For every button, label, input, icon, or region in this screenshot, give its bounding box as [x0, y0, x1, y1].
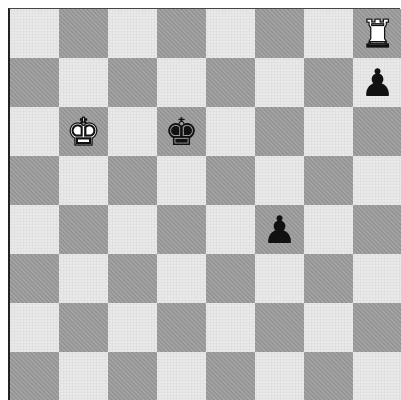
square-f1[interactable]: [255, 352, 304, 400]
square-d3[interactable]: [157, 254, 206, 303]
square-g2[interactable]: [304, 303, 353, 352]
square-d7[interactable]: [157, 58, 206, 107]
square-f3[interactable]: [255, 254, 304, 303]
square-h7[interactable]: ♟: [353, 58, 401, 107]
square-g3[interactable]: [304, 254, 353, 303]
square-f6[interactable]: [255, 107, 304, 156]
square-g1[interactable]: [304, 352, 353, 400]
square-f7[interactable]: [255, 58, 304, 107]
black-king-icon[interactable]: ♚: [164, 113, 198, 151]
square-g4[interactable]: [304, 205, 353, 254]
square-h4[interactable]: [353, 205, 401, 254]
square-a7[interactable]: [10, 58, 59, 107]
square-g6[interactable]: [304, 107, 353, 156]
square-d6[interactable]: ♚: [157, 107, 206, 156]
square-e1[interactable]: [206, 352, 255, 400]
square-e7[interactable]: [206, 58, 255, 107]
square-e3[interactable]: [206, 254, 255, 303]
square-c8[interactable]: [108, 9, 157, 58]
square-f2[interactable]: [255, 303, 304, 352]
square-e2[interactable]: [206, 303, 255, 352]
square-e4[interactable]: [206, 205, 255, 254]
square-d1[interactable]: [157, 352, 206, 400]
square-b2[interactable]: [59, 303, 108, 352]
chess-board: ♜ ♟ ♚ ♚ ♟: [8, 8, 400, 400]
square-g5[interactable]: [304, 156, 353, 205]
square-b4[interactable]: [59, 205, 108, 254]
square-a6[interactable]: [10, 107, 59, 156]
square-h1[interactable]: [353, 352, 401, 400]
square-c3[interactable]: [108, 254, 157, 303]
square-b5[interactable]: [59, 156, 108, 205]
square-b8[interactable]: [59, 9, 108, 58]
square-h6[interactable]: [353, 107, 401, 156]
white-rook-icon[interactable]: ♜: [360, 15, 394, 53]
square-c2[interactable]: [108, 303, 157, 352]
square-a2[interactable]: [10, 303, 59, 352]
square-c6[interactable]: [108, 107, 157, 156]
square-d2[interactable]: [157, 303, 206, 352]
square-c1[interactable]: [108, 352, 157, 400]
square-f4[interactable]: ♟: [255, 205, 304, 254]
square-c7[interactable]: [108, 58, 157, 107]
black-pawn-icon[interactable]: ♟: [262, 211, 296, 249]
square-e6[interactable]: [206, 107, 255, 156]
square-b7[interactable]: [59, 58, 108, 107]
square-a4[interactable]: [10, 205, 59, 254]
square-d4[interactable]: [157, 205, 206, 254]
square-h8[interactable]: ♜: [353, 9, 401, 58]
square-d5[interactable]: [157, 156, 206, 205]
square-h2[interactable]: [353, 303, 401, 352]
square-h5[interactable]: [353, 156, 401, 205]
square-f8[interactable]: [255, 9, 304, 58]
square-e8[interactable]: [206, 9, 255, 58]
square-a8[interactable]: [10, 9, 59, 58]
square-b6[interactable]: ♚: [59, 107, 108, 156]
square-c4[interactable]: [108, 205, 157, 254]
square-d8[interactable]: [157, 9, 206, 58]
square-f5[interactable]: [255, 156, 304, 205]
square-a5[interactable]: [10, 156, 59, 205]
square-e5[interactable]: [206, 156, 255, 205]
square-c5[interactable]: [108, 156, 157, 205]
square-b3[interactable]: [59, 254, 108, 303]
square-a1[interactable]: [10, 352, 59, 400]
square-g8[interactable]: [304, 9, 353, 58]
square-h3[interactable]: [353, 254, 401, 303]
square-g7[interactable]: [304, 58, 353, 107]
black-pawn-icon[interactable]: ♟: [360, 64, 394, 102]
white-king-icon[interactable]: ♚: [66, 113, 100, 151]
square-a3[interactable]: [10, 254, 59, 303]
square-b1[interactable]: [59, 352, 108, 400]
